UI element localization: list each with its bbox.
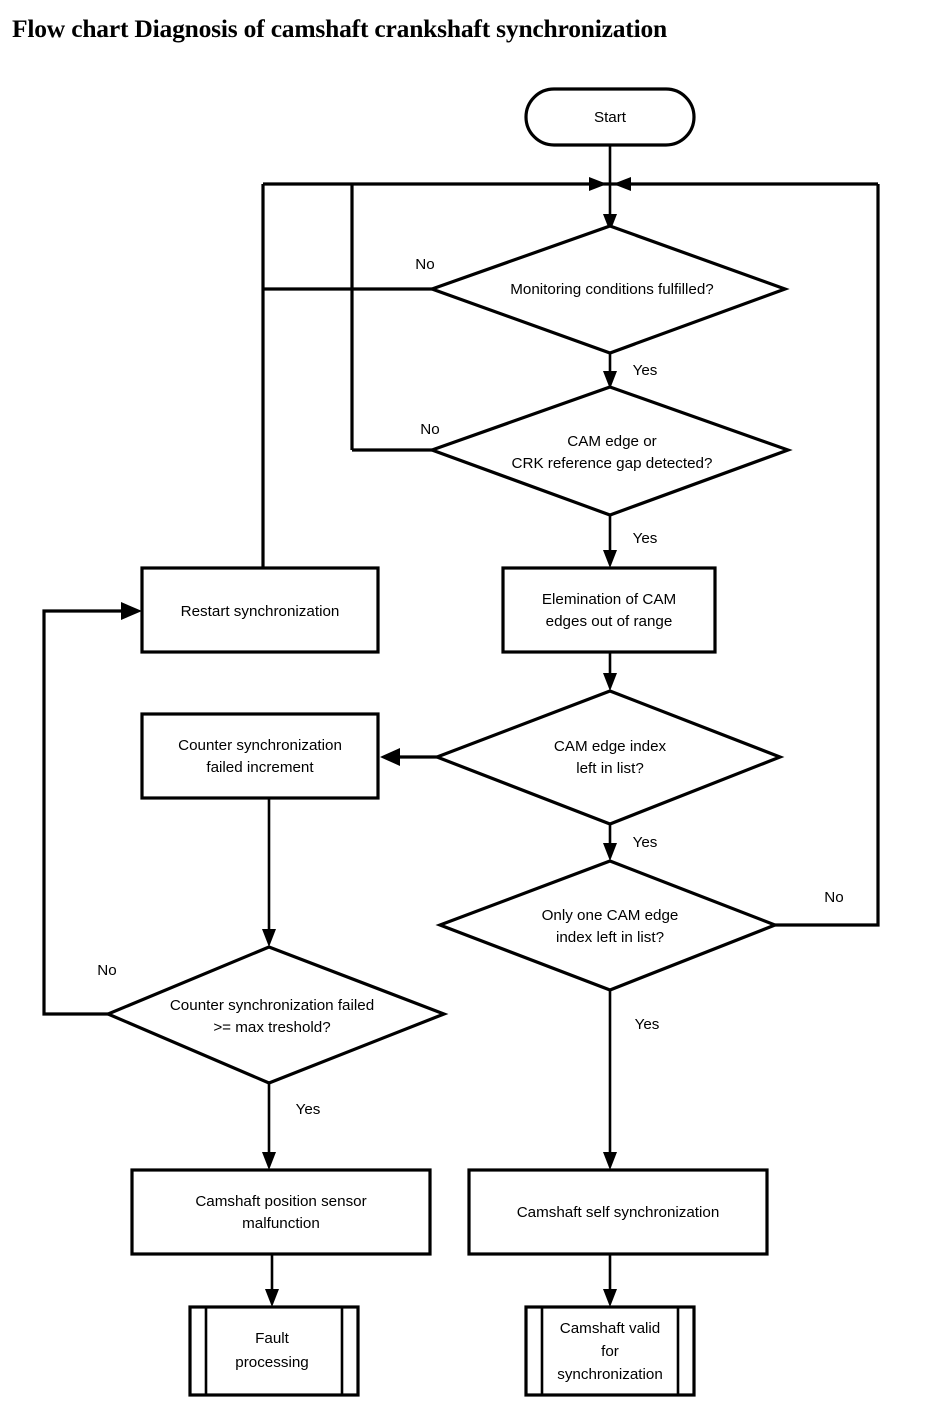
node-counter-increment-line1: Counter synchronization [178,737,342,754]
node-cam-crk-line2: CRK reference gap detected? [512,455,713,472]
edge-label-yes-monitoring: Yes [633,362,658,379]
node-restart-synchronization[interactable]: Restart synchronization [140,566,380,654]
node-monitoring-label: Monitoring conditions fulfilled? [510,281,713,298]
node-only-one-line1: Only one CAM edge [542,907,679,924]
edge-monitoring-yes [603,353,617,389]
edge-threshold-yes [262,1083,276,1170]
node-only-one-line2: index left in list? [556,929,664,946]
edge-label-no-threshold: No [97,962,116,979]
node-restart-label: Restart synchronization [181,603,340,620]
edge-label-no-monitoring: No [415,256,434,273]
node-camshaft-self-synchronization[interactable]: Camshaft self synchronization [467,1168,769,1256]
edge-label-yes-camindex: Yes [633,834,658,851]
node-cam-edge-index-left[interactable]: CAM edge index left in list? [432,689,785,826]
node-fault-line2: processing [235,1354,308,1371]
node-only-one-cam-edge[interactable]: Only one CAM edge index left in list? [435,859,780,992]
page-title: Flow chart Diagnosis of camshaft cranksh… [12,14,667,43]
node-elemination-line1: Elemination of CAM [542,591,676,608]
node-camshaft-position-sensor-malfunction[interactable]: Camshaft position sensor malfunction [130,1168,432,1256]
node-malfunction-line2: malfunction [242,1215,320,1232]
node-threshold-line1: Counter synchronization failed [170,997,374,1014]
node-start-label: Start [594,109,627,126]
node-counter-failed-increment[interactable]: Counter synchronization failed increment [140,712,380,800]
edge-label-yes-camcrk: Yes [633,530,658,547]
node-cam-crk-line1: CAM edge or [567,433,656,450]
node-valid-line1: Camshaft valid [560,1320,660,1337]
node-elemination-line2: edges out of range [546,613,673,630]
node-valid-line2: for [601,1343,619,1360]
node-fault-processing[interactable]: Fault processing [188,1305,360,1397]
node-monitoring-conditions[interactable]: Monitoring conditions fulfilled? [427,224,790,355]
edge-loop-top-bar [263,177,878,191]
node-cam-crk-detected[interactable]: CAM edge or CRK reference gap detected? [427,385,793,517]
edge-label-no-onlyone: No [824,889,843,906]
edge-label-no-camcrk: No [420,421,439,438]
edge-start-to-monitoring [603,145,617,232]
node-self-sync-label: Camshaft self synchronization [517,1204,720,1221]
edge-counter-to-threshold [262,798,276,947]
node-threshold-line2: >= max treshold? [213,1019,330,1036]
node-fault-line1: Fault [255,1330,290,1347]
edge-camindex-to-counter [380,748,437,766]
edge-label-yes-onlyone: Yes [635,1016,660,1033]
node-counter-increment-line2: failed increment [206,759,314,776]
node-start[interactable]: Start [524,87,696,147]
edge-selfsync-to-valid [603,1254,617,1307]
edge-label-yes-threshold: Yes [296,1101,321,1118]
node-counter-max-threshold[interactable]: Counter synchronization failed >= max tr… [103,945,449,1085]
edge-camindex-yes [603,824,617,861]
node-valid-line3: synchronization [557,1366,663,1383]
node-cam-index-line2: left in list? [576,760,644,777]
edge-elemination-to-camindex [603,652,617,691]
node-camshaft-valid-for-synchronization[interactable]: Camshaft valid for synchronization [524,1305,696,1397]
edge-onlyone-no [775,184,880,927]
edge-threshold-no [42,602,142,1016]
edge-camcrk-yes [603,515,617,568]
node-elemination-cam-edges[interactable]: Elemination of CAM edges out of range [501,566,717,654]
edge-onlyone-yes [603,990,617,1170]
node-malfunction-line1: Camshaft position sensor [195,1193,366,1210]
edge-malfunction-to-fault [265,1254,279,1307]
node-cam-index-line1: CAM edge index [554,738,667,755]
